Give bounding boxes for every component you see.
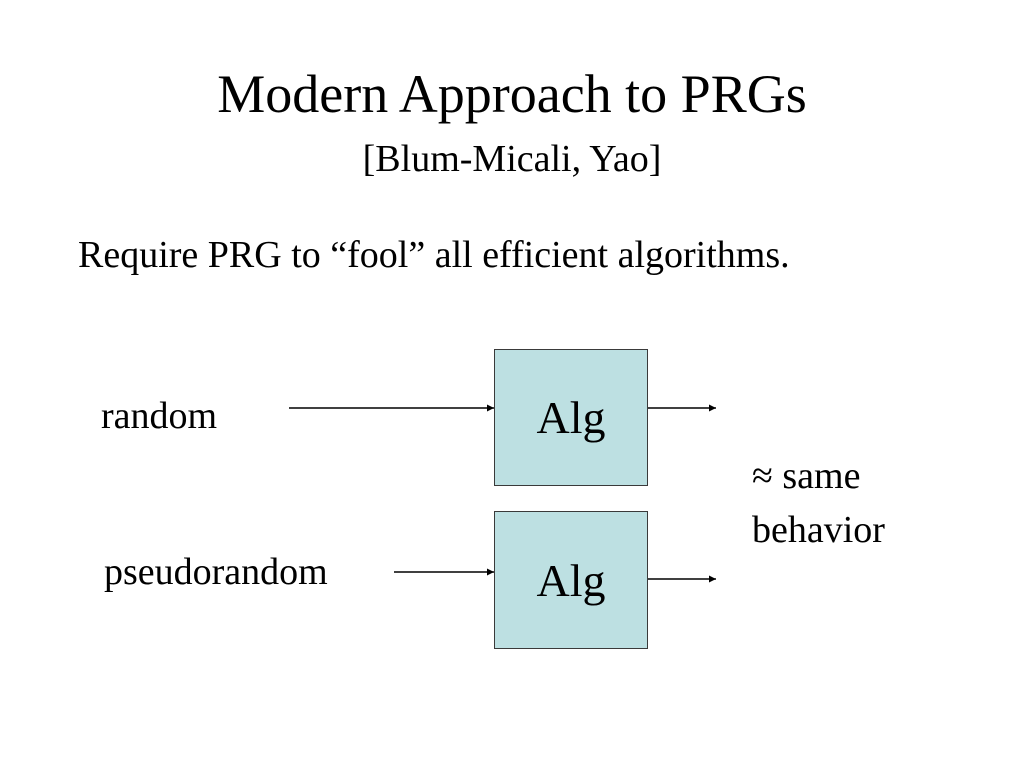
input-label-random: random [101, 395, 218, 437]
conclusion-line-1: ≈ same [752, 455, 861, 497]
slide-title: Modern Approach to PRGs [217, 64, 807, 124]
conclusion-text: ≈ same behavior [752, 449, 885, 557]
algorithm-box-top-label: Alg [536, 392, 606, 443]
algorithm-box-bottom-label: Alg [536, 554, 606, 606]
slide-statement: Require PRG to “fool” all efficient algo… [78, 234, 790, 276]
algorithm-box-bottom: Alg [494, 511, 648, 649]
algorithm-box-top: Alg [494, 349, 648, 486]
conclusion-line-2: behavior [752, 509, 885, 551]
input-label-pseudorandom: pseudorandom [104, 551, 328, 593]
slide-subtitle: [Blum-Micali, Yao] [362, 138, 662, 180]
